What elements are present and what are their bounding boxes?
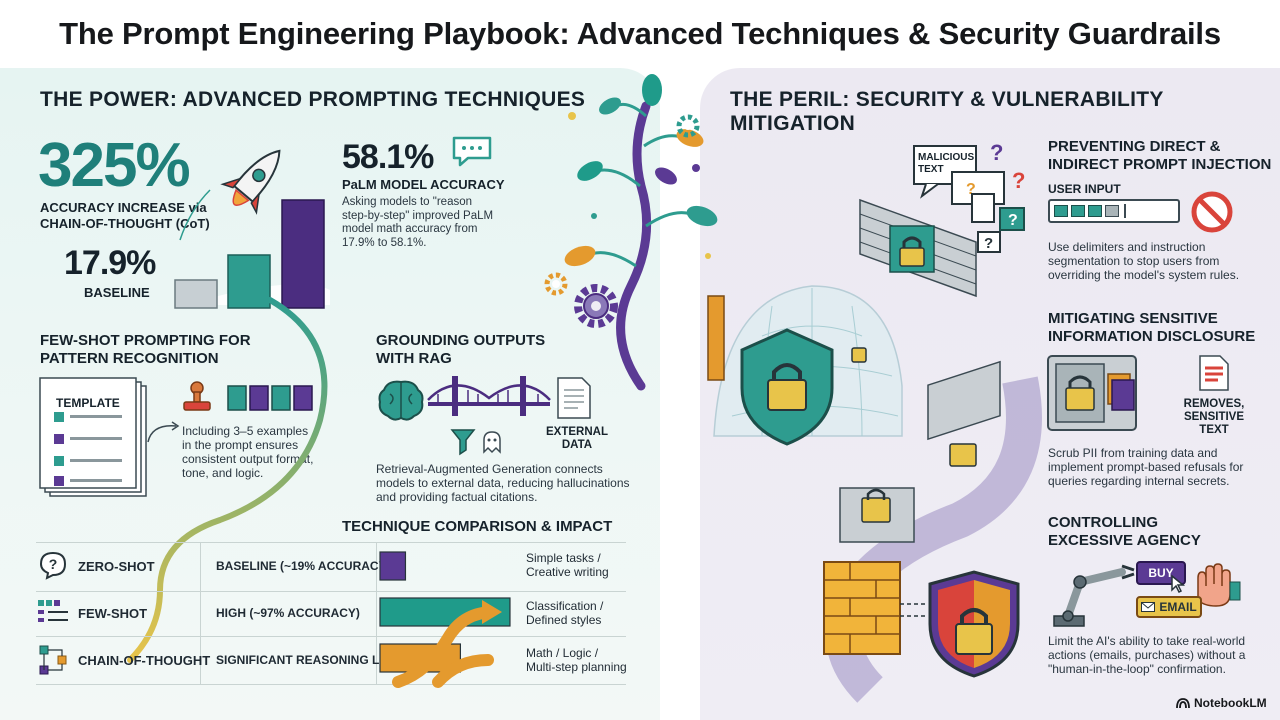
gear-icon [574,284,618,328]
flow-icon [39,645,67,675]
malicious-text-label: MALICIOUS TEXT [918,152,975,175]
bar-tall [281,199,325,309]
block-icon [1191,191,1233,233]
bar-small [174,279,218,309]
row-few-shot-label: FEW-SHOT [78,606,148,621]
svg-text:?: ? [1008,212,1018,229]
bridge-icon [427,376,551,416]
gear-small-icon [544,272,568,296]
page-title: The Prompt Engineering Playbook: Advance… [59,16,1221,51]
filter-ghost-icon [450,429,501,456]
notebooklm-badge: NotebookLM [1176,696,1267,710]
user-input-field[interactable] [1048,199,1180,223]
svg-text:?: ? [984,235,993,252]
cursor-icon [1171,574,1186,594]
row-few-shot-impact: HIGH (~97% ACCURACY) [216,606,360,620]
input-segment [1054,205,1068,217]
input-cursor [1124,204,1126,218]
removes-sensitive-label: REMOVES, SENSITIVE TEXT [1183,398,1245,436]
cot-big-stat: 325% [38,131,191,200]
external-data-label: EXTERNAL DATA [546,426,608,451]
row-cot-impact: SIGNIFICANT REASONING LIFT [216,653,398,667]
chat-bubble-icon [452,136,492,167]
decorative-path [127,297,328,663]
page-header: The Prompt Engineering Playbook: Advance… [0,0,1280,68]
fewshot-title: FEW-SHOT PROMPTING FOR PATTERN RECOGNITI… [40,332,251,367]
disclosure-desc: Scrub PII from training data and impleme… [1048,446,1244,488]
example-squares [227,385,313,411]
motion-line [179,189,211,241]
rocket-icon [220,149,281,215]
template-label: TEMPLATE [56,396,120,410]
input-segment [1088,205,1102,217]
agency-desc: Limit the AI's ability to take real-worl… [1048,634,1246,676]
stop-hand-icon [1197,563,1241,607]
external-data-document-icon [557,377,591,419]
input-segment [1105,205,1119,217]
gear-top-icon [676,114,700,138]
branching-arrows [392,606,496,688]
row-cot-label: CHAIN-OF-THOUGHT [78,653,211,668]
svg-text:?: ? [966,181,976,198]
row-cot-use: Math / Logic / Multi-step planning [526,646,627,674]
list-icon [38,600,68,622]
brain-icon [378,380,424,421]
arrow-head [482,600,502,624]
brand-label: NotebookLM [1194,696,1267,710]
palm-label: PaLM MODEL ACCURACY [342,177,505,192]
comparison-title: TECHNIQUE COMPARISON & IMPACT [342,518,613,535]
palm-stat: 58.1% [342,138,434,176]
dome-shield-illustration [707,285,903,446]
fewshot-desc: Including 3–5 examples in the prompt ens… [182,424,314,480]
notebooklm-logo-icon [1176,698,1190,709]
disclosure-title: MITIGATING SENSITIVE INFORMATION DISCLOS… [1048,310,1256,345]
svg-text:?: ? [49,556,58,572]
zero-shot-impact-bar [379,551,407,581]
svg-text:?: ? [1012,168,1025,193]
left-section-title: THE POWER: ADVANCED PROMPTING TECHNIQUES [40,88,586,111]
tree-illustration [564,74,718,391]
envelope-icon [1141,602,1156,612]
baseline-stat: 17.9% [64,244,156,282]
redacted-document-icon [1199,355,1229,391]
row-zero-shot-label: ZERO-SHOT [78,559,155,574]
impact-bars [379,551,511,688]
row-zero-shot-use: Simple tasks / Creative writing [526,551,609,579]
svg-text:?: ? [990,140,1003,165]
injection-title: PREVENTING DIRECT & INDIRECT PROMPT INJE… [1048,138,1272,173]
arrow-icon [147,421,180,443]
question-icon: ? [39,551,67,580]
email-button[interactable]: EMAIL [1136,596,1202,618]
baseline-label: BASELINE [84,285,150,300]
sparkle [568,112,576,120]
email-label: EMAIL [1159,600,1197,614]
stamp-icon [183,381,211,411]
palm-desc: Asking models to "reason step-by-step" i… [342,196,494,249]
cot-label: ACCURACY INCREASE via CHAIN-OF-THOUGHT (… [40,200,210,231]
orange-brick-wall-icon [823,561,901,655]
rocket-bars-illustration [174,149,330,309]
rag-title: GROUNDING OUTPUTS WITH RAG [376,332,546,367]
agency-title: CONTROLLING EXCESSIVE AGENCY [1048,514,1201,549]
right-section-title: THE PERIL: SECURITY & VULNERABILITY MITI… [730,88,1164,135]
user-input-label: USER INPUT [1048,182,1121,196]
injection-desc: Use delimiters and instruction segmentat… [1048,240,1240,282]
bar-medium [227,254,271,309]
robot-arm-icon [1053,564,1135,627]
row-few-shot-use: Classification / Defined styles [526,599,604,627]
brick-wall-lock-icon [859,198,977,298]
safe-icon [1047,355,1137,431]
red-shield-lock-icon [928,570,1020,678]
malicious-text-bubble: ? ? ? ? ? [913,140,1025,253]
rag-desc: Retrieval-Augmented Generation connects … [376,462,630,504]
template-document-icon [39,377,147,497]
input-segment [1071,205,1085,217]
row-zero-shot-impact: BASELINE (~19% ACCURACY) [216,559,391,573]
dashed-connectors [900,603,928,617]
